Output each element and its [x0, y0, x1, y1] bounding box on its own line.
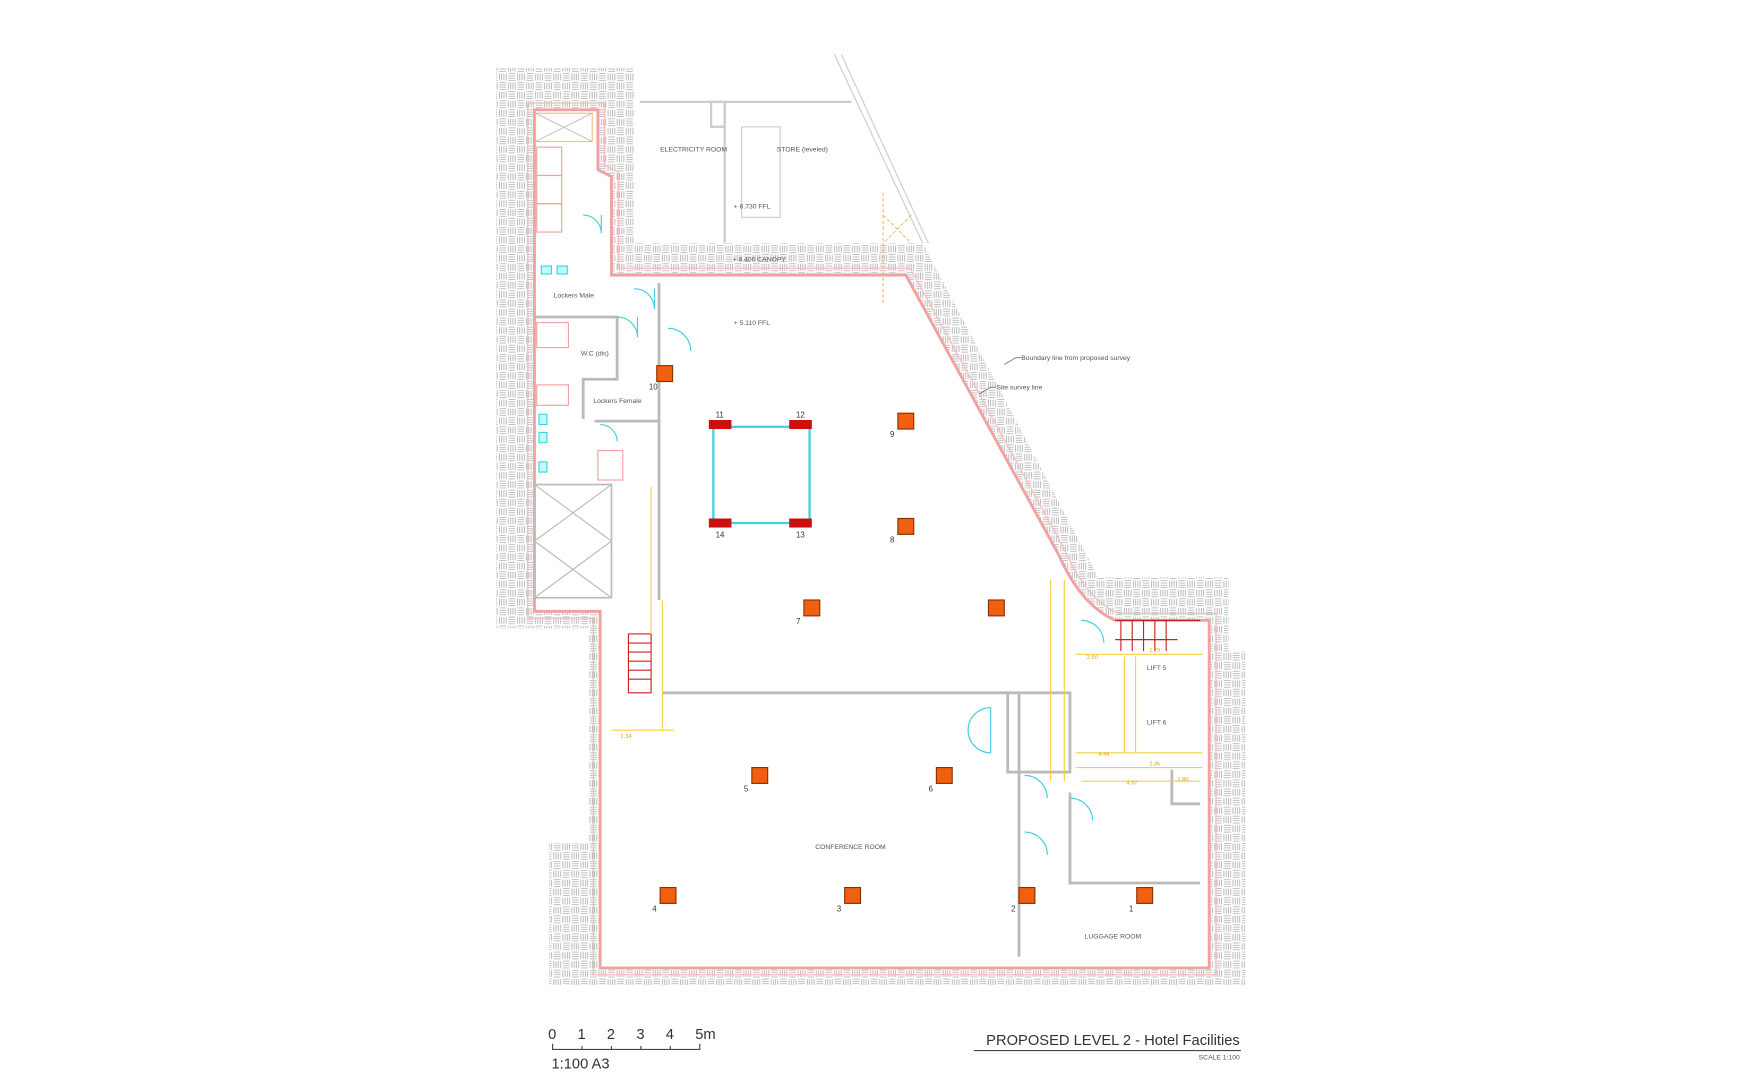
label-lift-6: LIFT 6 [1147, 720, 1167, 727]
column-number: 8 [890, 535, 895, 544]
column-number: 12 [796, 411, 805, 420]
dimension-label: 1.79 [1149, 648, 1160, 654]
label-lockers-female: Lockers Female [593, 398, 641, 405]
column-8 [897, 517, 915, 535]
column-13 [789, 518, 812, 528]
column-2 [1018, 886, 1036, 904]
column-number: 1 [1129, 904, 1134, 913]
scale-bar: 0 1 2 3 4 5m 1:100 A3 [548, 1027, 716, 1072]
scale-tick: 3 [636, 1027, 644, 1043]
stairs [627, 619, 1201, 694]
scale-tick: 5m [695, 1027, 715, 1043]
column-east [987, 599, 1005, 617]
scale-tick: 2 [607, 1027, 615, 1043]
label-ffl-main: + 5.110 FFL [734, 320, 770, 327]
label-conference-room: CONFERENCE ROOM [815, 844, 886, 851]
column-number: 2 [1011, 904, 1015, 913]
label-store: STORE (leveled) [777, 147, 828, 154]
title-block: PROPOSED LEVEL 2 - Hotel Facilities SCAL… [973, 1033, 1241, 1062]
column-number: 5 [744, 784, 749, 793]
site-survey-note: Site survey line [996, 384, 1042, 391]
scale-tick: 1 [578, 1027, 586, 1043]
column-7 [803, 599, 821, 617]
scale-tick: 0 [548, 1027, 556, 1043]
column-1 [1136, 886, 1154, 904]
room-labels: ELECTRICITY ROOM STORE (leveled) + 6.730… [554, 147, 1167, 941]
dimension-labels: 2.50 1.79 4.44 2.36 4.97 1.80 1.34 [621, 648, 1189, 786]
column-3 [844, 886, 862, 904]
column-number: 7 [796, 617, 800, 626]
drawing-title: PROPOSED LEVEL 2 - Hotel Facilities [986, 1033, 1240, 1049]
label-electricity-room: ELECTRICITY ROOM [660, 147, 727, 154]
column-12 [789, 420, 812, 430]
survey-annotations: Boundary line from proposed survey Site … [979, 355, 1131, 395]
dimension-label: 2.50 [1087, 655, 1098, 661]
dimension-label: 1.80 [1178, 777, 1189, 783]
label-canopy: + 4.400 CANOPY [733, 257, 787, 264]
column-6 [935, 766, 953, 784]
column-number: 4 [652, 904, 657, 913]
column-number: 6 [928, 784, 933, 793]
dimension-label: 4.97 [1127, 781, 1138, 787]
column-number: 13 [796, 531, 805, 540]
column-11 [708, 420, 732, 430]
external-area [639, 54, 929, 306]
column-5 [751, 766, 769, 784]
column-number: 14 [716, 531, 725, 540]
building-outline [533, 108, 1211, 970]
scale-tick: 4 [666, 1027, 674, 1043]
label-wc: W.C (dis) [581, 350, 609, 357]
boundary-line-note: Boundary line from proposed survey [1021, 355, 1131, 362]
column-14 [708, 518, 732, 528]
partitions [533, 112, 1201, 957]
label-ffl-upper: + 6.730 FFL [734, 203, 771, 210]
label-lockers-male: Lockers Male [554, 293, 595, 300]
dimension-label: 4.44 [1098, 752, 1109, 758]
column-4 [659, 886, 677, 904]
label-lift-5: LIFT 5 [1147, 665, 1167, 672]
column-10 [656, 365, 674, 383]
dimension-label: 1.34 [621, 734, 632, 740]
wc-fixtures [536, 146, 624, 481]
scale-caption: 1:100 A3 [551, 1057, 609, 1073]
masonry-wall [495, 67, 1246, 985]
doors [583, 214, 1105, 855]
column-9 [897, 412, 915, 430]
dimension-lines [611, 486, 1203, 782]
basins [538, 265, 568, 473]
atrium-void [712, 425, 811, 525]
label-luggage-room: LUGGAGE ROOM [1085, 933, 1142, 940]
column-number: 9 [890, 430, 895, 439]
column-number: 10 [649, 382, 658, 391]
column-number: 3 [837, 904, 842, 913]
dimension-label: 2.36 [1149, 761, 1160, 767]
drawing-scale-note: SCALE 1:100 [1199, 1055, 1240, 1062]
column-number: 11 [716, 411, 725, 420]
